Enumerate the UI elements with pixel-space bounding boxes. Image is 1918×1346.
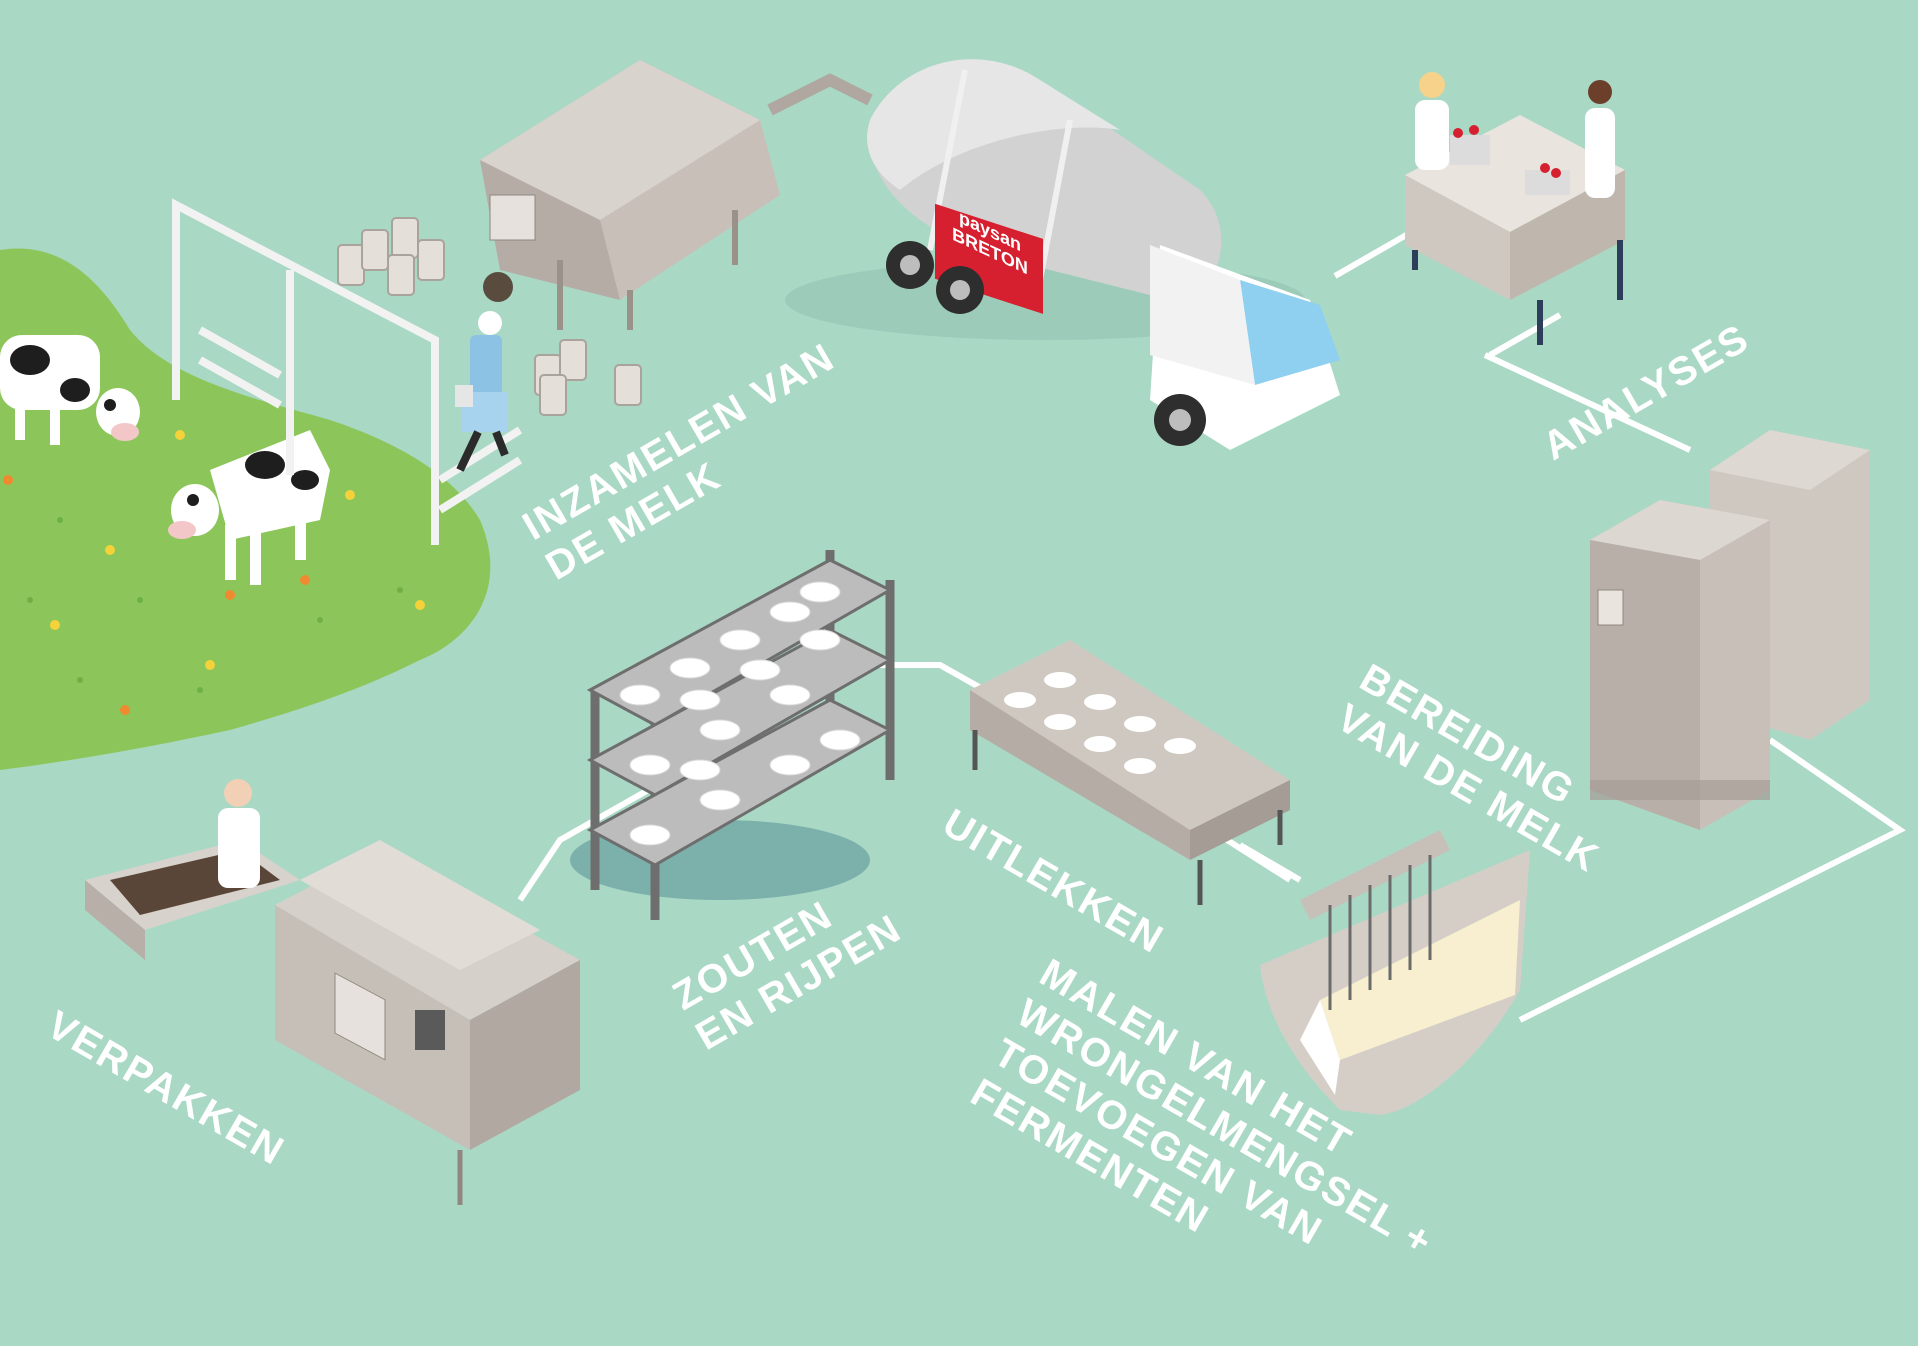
process-illustration [0,0,1918,1314]
